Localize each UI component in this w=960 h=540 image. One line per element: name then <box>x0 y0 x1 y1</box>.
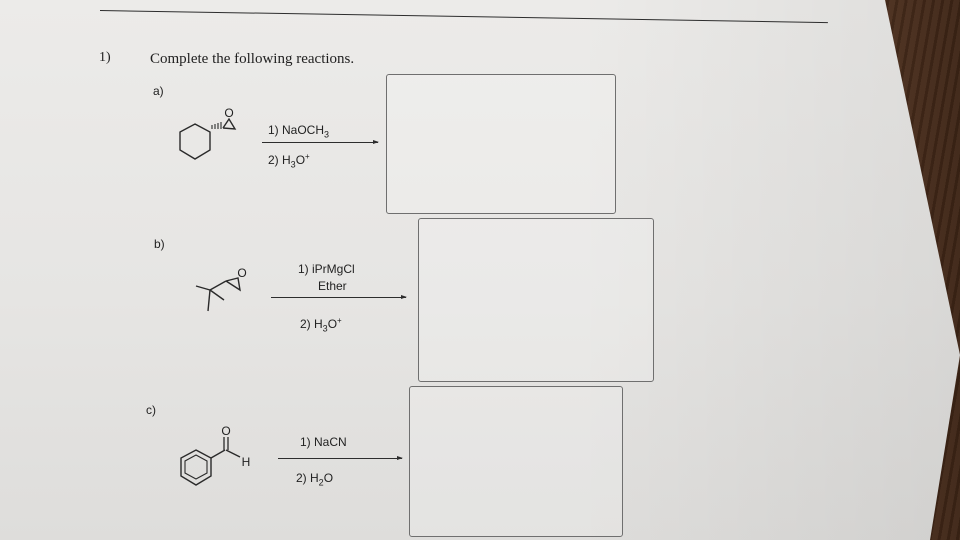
answer-box-b[interactable] <box>418 218 654 382</box>
reagent-subscript: 3 <box>290 159 296 170</box>
reagent-text: 2) H <box>300 317 323 331</box>
reagent-subscript: 3 <box>324 129 330 140</box>
cyclohexene-oxide-structure: O <box>179 106 237 160</box>
reagent-text-tail: O <box>323 471 334 485</box>
tert-butyl-epoxide-structure: O <box>195 266 247 312</box>
reaction-c-reagent-1: 1) NaCN <box>300 435 347 449</box>
reaction-b-arrow <box>271 295 407 299</box>
part-b-label: b) <box>154 237 165 251</box>
reaction-b-reagent-2: Ether <box>318 279 347 293</box>
reaction-c-arrow <box>278 456 403 460</box>
reagent-subscript: 2 <box>318 477 324 488</box>
reagent-text: 2) H <box>268 153 291 167</box>
answer-box-c[interactable] <box>409 386 623 537</box>
hydrogen-atom-label: H <box>242 455 251 469</box>
benzaldehyde-structure: O H <box>180 424 251 486</box>
reagent-subscript: 3 <box>322 323 328 334</box>
oxygen-atom-label: O <box>221 424 230 438</box>
reagent-text: 2) H <box>296 471 319 485</box>
reagent-text: 1) NaOCH <box>268 123 325 137</box>
reaction-a-reagent-2: 2) H3O+ <box>268 152 310 169</box>
reaction-a-arrow <box>262 140 379 144</box>
reaction-b-reagent-3: 2) H3O+ <box>300 316 342 333</box>
reagent-text-tail: O <box>327 317 338 331</box>
oxygen-atom-label: O <box>237 266 246 280</box>
answer-box-a[interactable] <box>386 74 616 214</box>
part-c-label: c) <box>146 403 156 417</box>
reaction-b-reagent-1: 1) iPrMgCl <box>298 262 355 276</box>
question-number: 1) <box>99 50 111 65</box>
reagent-superscript: + <box>305 152 310 161</box>
reagent-superscript: + <box>337 316 342 325</box>
question-prompt: Complete the following reactions. <box>150 51 355 67</box>
part-a-label: a) <box>153 84 164 98</box>
oxygen-atom-label: O <box>224 106 233 120</box>
reaction-c-reagent-2: 2) H2O <box>296 471 333 487</box>
reaction-a-reagent-1: 1) NaOCH3 <box>268 123 329 139</box>
reagent-text-tail: O <box>295 153 306 167</box>
